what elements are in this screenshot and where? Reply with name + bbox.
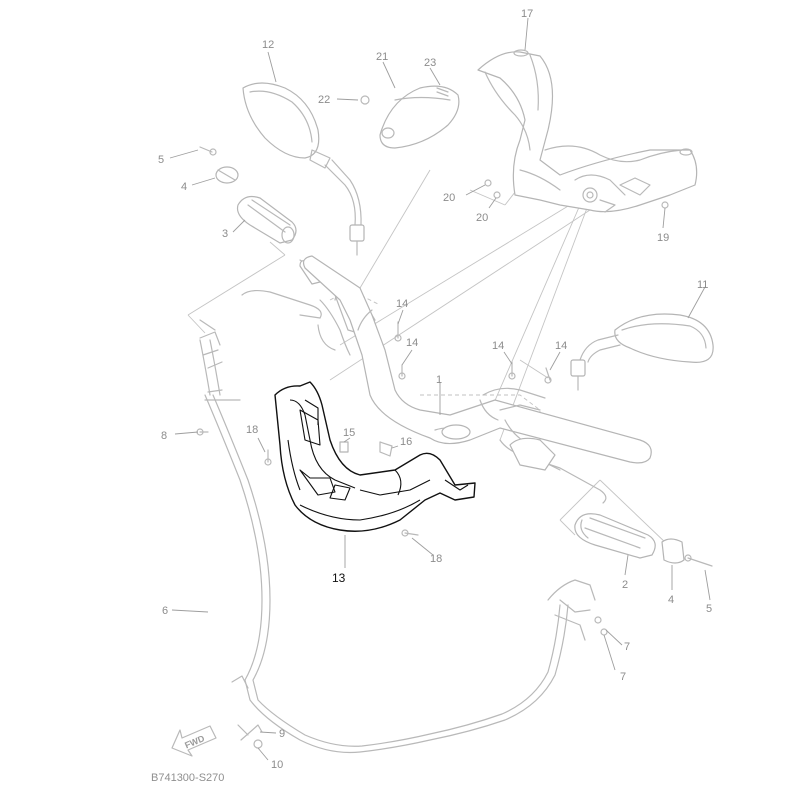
callout-14-c: 14 — [492, 340, 504, 352]
small-fasteners-top — [360, 87, 449, 105]
callout-22: 22 — [318, 94, 330, 106]
diagram-code: B741300-S270 — [151, 772, 224, 784]
callout-8: 8 — [161, 430, 167, 442]
right-lever — [499, 437, 607, 504]
callout-23: 23 — [424, 57, 436, 69]
fasteners — [196, 179, 669, 636]
callout-10: 10 — [271, 759, 283, 771]
cables — [199, 319, 596, 754]
forward-direction-arrow: FWD — [171, 725, 217, 757]
callout-11: 11 — [697, 279, 708, 291]
callout-2: 2 — [622, 579, 628, 591]
callout-6: 6 — [162, 605, 168, 617]
callout-20-a: 20 — [443, 192, 455, 204]
leader-lines — [169, 17, 711, 761]
callout-15: 15 — [343, 427, 355, 439]
callout-9: 9 — [279, 728, 285, 740]
handlebar-upper-cover — [477, 49, 698, 213]
front-cover — [379, 85, 460, 149]
left-grip-assembly — [199, 146, 297, 244]
callout-20-b: 20 — [476, 212, 488, 224]
callout-5-left: 5 — [158, 154, 164, 166]
callouts: 12 21 23 22 17 5 4 3 20 20 19 11 14 14 1… — [158, 8, 712, 771]
callout-14-d: 14 — [555, 340, 567, 352]
callout-18-b: 18 — [430, 553, 442, 565]
callout-7-a: 7 — [624, 641, 630, 653]
left-mirror — [242, 82, 365, 256]
callout-4-left: 4 — [181, 181, 187, 193]
callout-18-a: 18 — [246, 424, 258, 436]
callout-5-right: 5 — [706, 603, 712, 615]
callout-16: 16 — [400, 436, 412, 448]
right-grip-assembly — [574, 513, 713, 567]
callout-4-right: 4 — [668, 594, 674, 606]
callout-14-b: 14 — [406, 337, 418, 349]
callout-7-b: 7 — [620, 671, 626, 683]
callout-19: 19 — [657, 232, 669, 244]
right-mirror — [570, 313, 714, 391]
callout-3: 3 — [222, 228, 228, 240]
callout-1: 1 — [436, 374, 442, 386]
handlebar — [302, 255, 652, 464]
callout-13: 13 — [332, 571, 346, 585]
callout-12: 12 — [262, 39, 274, 51]
handle-cover — [274, 381, 476, 532]
callout-21: 21 — [376, 51, 388, 63]
callout-14-a: 14 — [396, 298, 408, 310]
callout-17: 17 — [521, 8, 533, 20]
